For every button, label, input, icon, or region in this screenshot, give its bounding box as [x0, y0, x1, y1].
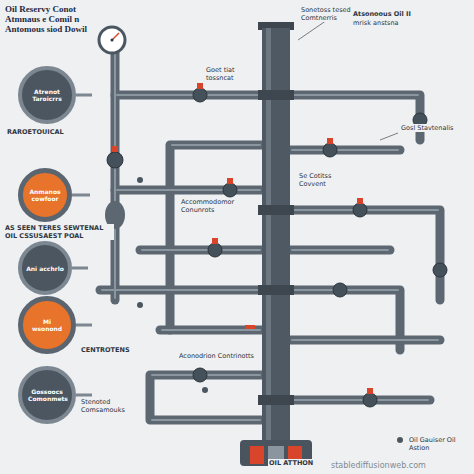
tank-label: Gossoocs Comonmets	[28, 388, 66, 402]
part-label: Accommodomor Conunrots	[180, 198, 257, 214]
part-label: RAROETOUICAL	[6, 128, 88, 136]
part-label: mrisk anstsna	[352, 19, 444, 27]
part-label: Oil Gauiser Oil Astion	[408, 436, 470, 452]
part-label: Atsonoous Oil II	[352, 10, 444, 18]
tank-label: Anmanos cowfoor	[26, 188, 64, 202]
part-label: CENTROTENS	[80, 346, 142, 354]
tank-circle: Ani acchrlo	[18, 241, 72, 295]
part-label: Stenoted Comsamouks	[80, 398, 132, 414]
part-label: Gosl Stavtenalis	[400, 124, 472, 132]
part-label: OIL ATTHON	[268, 459, 330, 467]
part-label: Se Cotitss Covvent	[298, 172, 360, 188]
part-label: Aconodrion Contrinotts	[178, 352, 258, 360]
part-label: Goet tiat tossncat	[205, 66, 257, 82]
part-label: AS SEEN TERES SEWTENAL OIL CSSUSAEST POA…	[4, 224, 114, 240]
tank-label: Ani acchrlo	[26, 265, 64, 272]
tank-label: Atrenot Taroicrrs	[28, 88, 66, 102]
tank-label: Mi wsonond	[28, 318, 66, 332]
diagram-title: Oil Reservy Conot Atmnaus e Comil n Anto…	[5, 4, 105, 34]
tank-circle: Gossoocs Comonmets	[18, 366, 76, 424]
tank-circle: Mi wsonond	[18, 296, 76, 354]
tank-circle: Atrenot Taroicrrs	[18, 66, 76, 124]
tank-circle: Anmanos cowfoor	[18, 168, 72, 222]
watermark: stablediffusionweb.com	[330, 461, 472, 470]
